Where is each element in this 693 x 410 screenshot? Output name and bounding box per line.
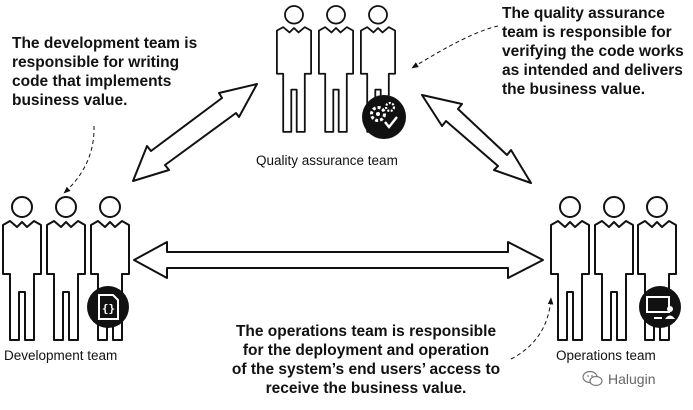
dev-person-2 <box>46 196 86 341</box>
dev-team-group: {} <box>2 196 130 341</box>
arrow-qa-dev <box>132 83 258 182</box>
wechat-icon <box>582 370 603 387</box>
ops-team-label: Operations team <box>556 348 656 363</box>
qa-team-callout: The quality assurance team is responsibl… <box>502 5 684 98</box>
ops-person-1 <box>550 196 590 341</box>
ops-team-callout: The operations team is responsible for t… <box>231 323 501 397</box>
ops-person-2 <box>594 196 634 341</box>
dev-team-callout: The development team is responsible for … <box>12 35 198 109</box>
ops-note-pointer <box>510 297 554 360</box>
qa-person-2 <box>317 5 355 133</box>
watermark: Halugin <box>582 370 655 388</box>
gears-check-icon <box>362 95 406 139</box>
qa-team-label: Quality assurance team <box>256 153 398 168</box>
dev-team-label: Development team <box>4 348 118 363</box>
svg-text:{}: {} <box>102 302 115 315</box>
arrow-qa-ops <box>421 94 532 184</box>
qa-note-pointer <box>411 25 499 69</box>
watermark-text: Halugin <box>608 371 656 387</box>
qa-person-1 <box>275 5 313 133</box>
ops-team-group <box>550 196 681 341</box>
dev-person-1 <box>2 196 42 341</box>
code-file-icon: {} <box>87 286 129 328</box>
monitor-user-icon <box>639 286 681 328</box>
dev-note-pointer <box>63 125 95 194</box>
qa-team-group <box>275 5 406 139</box>
arrow-dev-ops <box>133 241 544 279</box>
